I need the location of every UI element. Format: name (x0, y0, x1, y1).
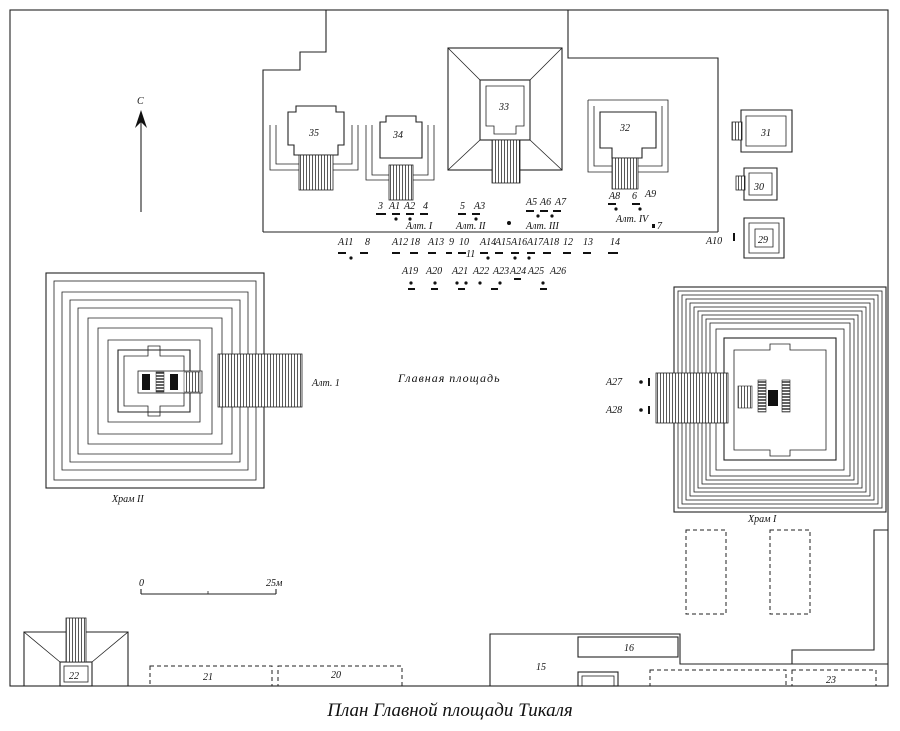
stela-a21-label: A21 (451, 266, 468, 277)
building-29-label: 29 (758, 235, 768, 246)
stela-6-label: 6 (632, 191, 637, 202)
north-arrow: С (135, 96, 147, 212)
stela-a17-label: A17 (526, 237, 544, 248)
stela-a1-label: A1 (388, 201, 400, 212)
stela-a8-label: A8 (608, 191, 620, 202)
stela-14-label: 14 (610, 237, 620, 248)
stela-a16-label: A16 (510, 237, 527, 248)
stelae-row-2: A11 8 A12 18 A13 9 10 11 A14 A15 A16 A17… (337, 237, 620, 260)
building-16-label: 16 (624, 643, 634, 654)
outer-frame (9, 9, 889, 687)
stela-a15-label: A15 (494, 237, 511, 248)
temple-2-label: Храм II (111, 494, 144, 505)
building-35: 35 (269, 105, 359, 191)
stela-10-label: 10 (459, 237, 469, 248)
building-22-label: 22 (69, 671, 79, 682)
building-30-label: 30 (753, 182, 764, 193)
altar-ii-label: Алт. II (455, 221, 486, 232)
building-34-label: 34 (392, 130, 403, 141)
building-29: 29 (743, 217, 785, 259)
temple-1: Храм I (655, 286, 887, 525)
stelae-row-3: A19 A20 A21 A22 A23 A24 A25 A26 (401, 266, 566, 277)
building-33-label: 33 (498, 102, 509, 113)
stela-a20-label: A20 (425, 266, 442, 277)
altar-a27-label: A27 (605, 377, 623, 388)
altar-iv-label: Алт. IV (615, 214, 650, 225)
stela-a14-label: A14 (479, 237, 496, 248)
scale-start-label: 0 (139, 578, 144, 589)
stela-18-label: 18 (410, 237, 420, 248)
stela-a24-label: A24 (509, 266, 526, 277)
stela-a11-label: A11 (337, 237, 353, 248)
building-34: 34 (365, 115, 435, 201)
building-32-label: 32 (619, 123, 630, 134)
scale-end-label: 25м (266, 578, 283, 589)
building-15-label: 15 (536, 662, 546, 673)
temple-1-label: Храм I (747, 514, 777, 525)
stela-7-label: 7 (657, 221, 663, 232)
temple-1-altars: A27 A28 (605, 377, 650, 416)
building-35-label: 35 (308, 128, 319, 139)
stela-a26-label: A26 (549, 266, 566, 277)
roman-altar-labels: Алт. I Алт. II Алт. III Алт. IV (405, 214, 650, 232)
stela-a6-label: A6 (539, 197, 551, 208)
stela-3-label: 3 (377, 201, 383, 212)
stela-a12-label: A12 (391, 237, 408, 248)
altar-i-label: Алт. I (405, 221, 433, 232)
stela-11-label: 11 (466, 249, 475, 260)
building-31-label: 31 (760, 128, 771, 139)
stela-a22-label: A22 (472, 266, 489, 277)
stelae-row-1: 3 A1 A2 4 5 A3 A5 A6 A7 A8 6 A9 7 A10 (377, 189, 722, 247)
stela-markers (338, 203, 735, 290)
stela-a2-label: A2 (403, 201, 415, 212)
north-label: С (137, 96, 144, 107)
stela-9-label: 9 (449, 237, 454, 248)
north-acropolis-outline (262, 10, 719, 233)
building-31: 31 (731, 109, 793, 153)
stela-a10-label: A10 (705, 236, 722, 247)
plaza-label: Главная площадь (397, 371, 501, 385)
map-caption: План Главной площади Тикаля (327, 700, 573, 721)
temple-2: Храм II (45, 272, 303, 505)
stela-8-label: 8 (365, 237, 370, 248)
stela-a7-label: A7 (554, 197, 567, 208)
scale-bar: 0 25м (139, 578, 283, 595)
building-33: 33 (447, 47, 563, 184)
stela-a3-label: A3 (473, 201, 485, 212)
stela-5-label: 5 (460, 201, 465, 212)
stela-a18-label: A18 (542, 237, 559, 248)
stela-a25-label: A25 (527, 266, 544, 277)
stela-13-label: 13 (583, 237, 593, 248)
stela-a13-label: A13 (427, 237, 444, 248)
altar-1-label: Алт. 1 (311, 378, 340, 389)
south-structures: 22 21 20 16 15 23 (23, 529, 888, 687)
building-32: 32 (587, 99, 669, 190)
stela-a9-label: A9 (644, 189, 656, 200)
building-30: 30 (735, 167, 778, 201)
dashed-structures (685, 529, 811, 615)
altar-iii-label: Алт. III (525, 221, 559, 232)
building-20-label: 20 (331, 670, 341, 681)
building-23-label: 23 (826, 675, 836, 686)
stela-12-label: 12 (563, 237, 573, 248)
stela-a5-label: A5 (525, 197, 537, 208)
stela-4-label: 4 (423, 201, 428, 212)
stela-a23-label: A23 (492, 266, 509, 277)
building-21-label: 21 (203, 672, 213, 683)
altar-a28-label: A28 (605, 405, 622, 416)
stela-a19-label: A19 (401, 266, 418, 277)
